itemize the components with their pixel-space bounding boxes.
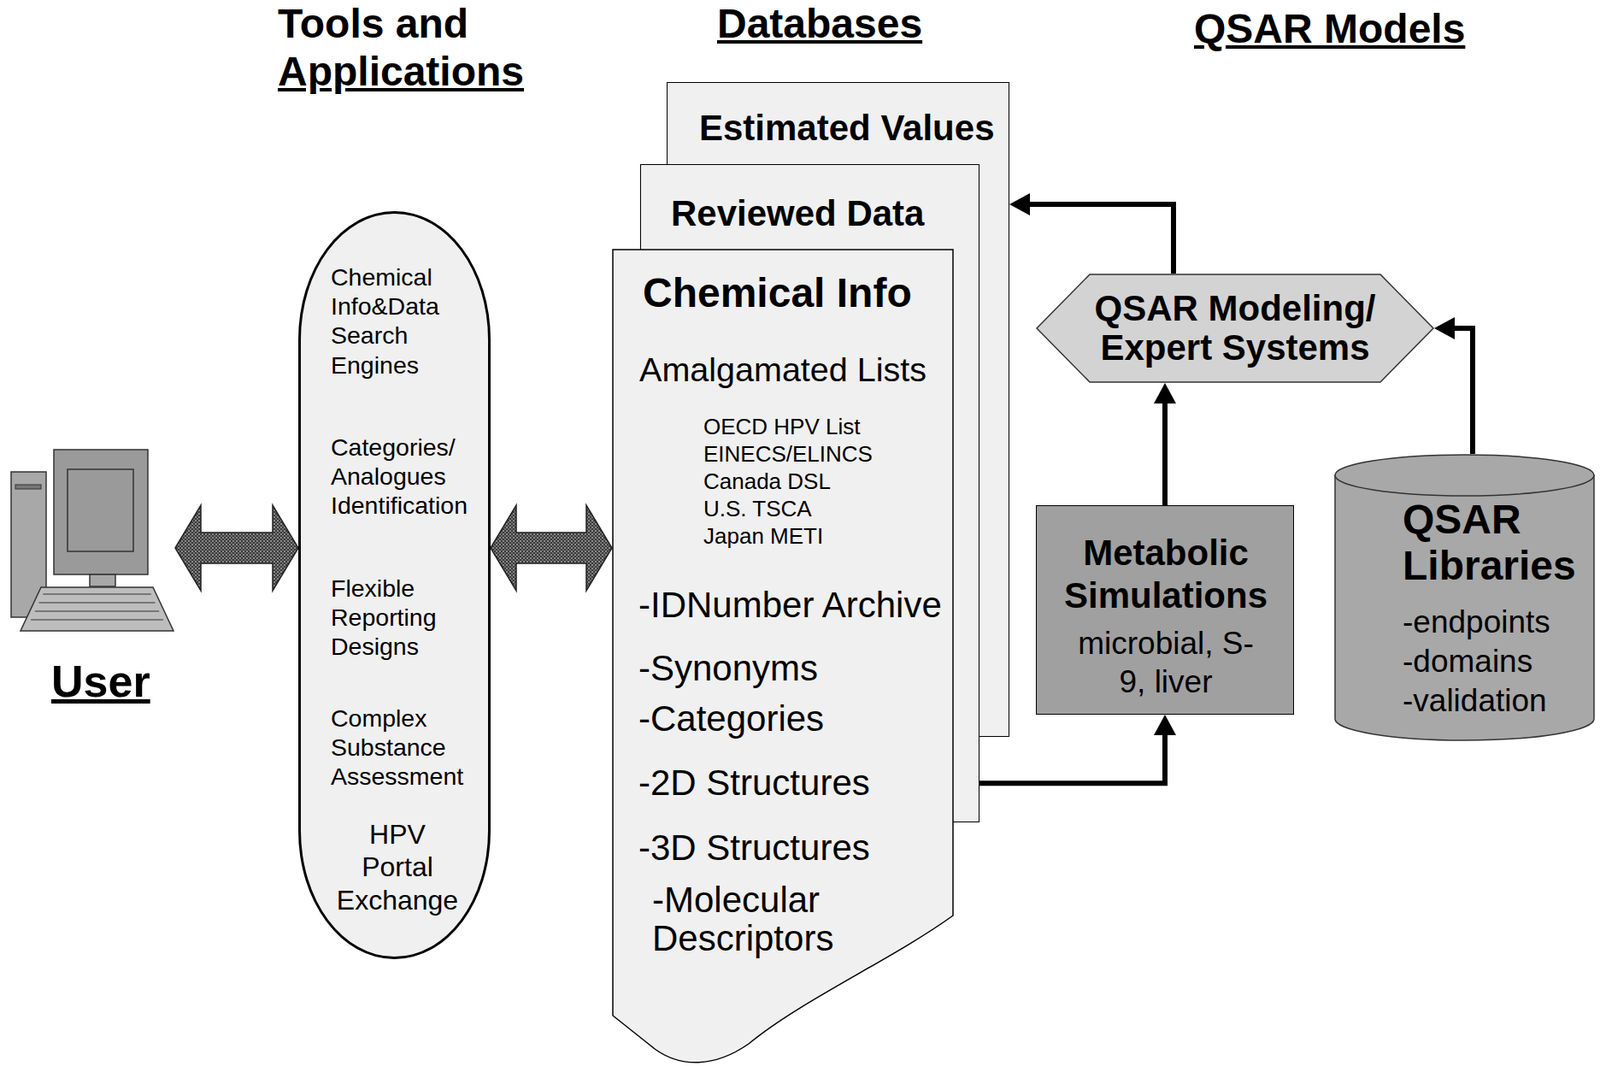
list-item: U.S. TSCA [703, 496, 812, 523]
list-item: EINECS/ELINCS [703, 441, 873, 468]
connector [1153, 382, 1177, 506]
field-item: -Synonyms [638, 647, 818, 689]
list-item: Canada DSL [703, 469, 831, 495]
tool-item: Flexible Reporting Designs [330, 573, 489, 662]
field-item: -2D Structures [638, 762, 871, 804]
box-body: microbial, S-9, liver [1071, 623, 1260, 701]
connector-line [1452, 328, 1473, 454]
user-label: User [51, 656, 151, 708]
tool-item: Chemical Info&Data Search Engines [330, 262, 489, 380]
cylinder-item: -endpoints [1402, 604, 1551, 642]
wavy-node: Chemical InfoAmalgamated ListsOECD HPV L… [611, 248, 954, 1062]
arrowhead [1009, 193, 1030, 216]
connector-line [1028, 204, 1174, 274]
page-title: Chemical Info [642, 269, 912, 317]
connector [1009, 193, 1174, 274]
cylinder-item: -domains [1402, 643, 1533, 681]
arrowhead [1153, 382, 1177, 404]
page-title: Reviewed Data [670, 193, 924, 235]
connector [490, 505, 612, 591]
field-item: -Molecular Descriptors [652, 880, 866, 959]
cylinder-title: QSAR Libraries [1402, 496, 1587, 589]
cylinder-top [1335, 454, 1595, 496]
column-heading: Tools and [277, 1, 469, 48]
tool-item: Complex Substance Assessment [330, 703, 489, 792]
page-outline [612, 249, 953, 1063]
box-node: Metabolic Simulationsmicrobial, S-9, liv… [1035, 505, 1295, 715]
hexagon-outline [1036, 274, 1434, 383]
tool-item: Categories/ Analogues Identification [330, 432, 489, 521]
cylinder-item: -validation [1402, 682, 1548, 720]
computer-icon [11, 449, 174, 631]
section-heading: Amalgamated Lists [611, 350, 954, 389]
oval-node: Chemical Info&Data Search EnginesCategor… [298, 211, 491, 959]
connector-line [1162, 401, 1168, 506]
column-heading: Databases [717, 1, 923, 48]
list-item: Japan METI [703, 523, 824, 550]
tool-item: HPV Portal Exchange [333, 817, 462, 917]
cylinder-body [1335, 475, 1595, 741]
arrowhead [1153, 714, 1177, 736]
field-item: -Categories [638, 698, 824, 740]
list-item: OECD HPV List [703, 414, 861, 441]
connector [1434, 317, 1473, 454]
hexagon-label: QSAR Modeling/ Expert Systems [1070, 288, 1400, 368]
column-heading: Applications [277, 49, 524, 95]
page-title: Estimated Values [699, 107, 995, 149]
cyl-node: QSAR Libraries -endpoints-domains-validat… [1334, 453, 1595, 741]
user-node: User [10, 448, 176, 706]
block-arrow [490, 505, 612, 591]
column-heading: QSAR Models [1194, 6, 1465, 53]
connector-line [953, 733, 1165, 783]
field-item: -IDNumber Archive [638, 584, 942, 626]
block-arrow [175, 505, 299, 591]
arrowhead [1434, 317, 1455, 340]
connector [175, 505, 299, 591]
box-title: Metabolic Simulations [1046, 531, 1286, 618]
hex-node: QSAR Modeling/ Expert Systems [1035, 273, 1435, 383]
field-item: -3D Structures [638, 827, 871, 869]
